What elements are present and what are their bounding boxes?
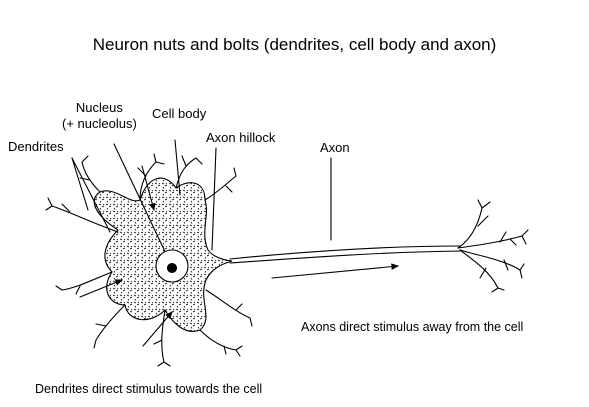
axon-hillock-label: Axon hillock <box>206 130 276 145</box>
arrow-into-cell-top <box>141 165 156 212</box>
axons-caption: Axons direct stimulus away from the cell <box>301 320 524 334</box>
dendrites-pointer-line-1 <box>71 157 111 233</box>
axon-shape-bottom <box>229 250 461 264</box>
nucleus-label: Nucleus (+ nucleolus) <box>62 100 137 132</box>
axon-shape-top <box>229 245 461 260</box>
dendrites-caption: Dendrites direct stimulus towards the ce… <box>35 382 263 396</box>
nucleus-label-line1: Nucleus <box>75 100 123 115</box>
cell-body-label: Cell body <box>152 106 207 121</box>
dendrites-pointer-line-2 <box>71 157 89 211</box>
arrow-into-cell-left <box>79 279 124 298</box>
arrow-into-cell-bottom <box>142 311 173 347</box>
axon-hillock-pointer-line <box>211 147 217 251</box>
arrow-along-axon <box>271 263 400 279</box>
axon-label: Axon <box>320 140 350 155</box>
nucleolus-shape <box>166 262 178 274</box>
slide-title: Neuron nuts and bolts (dendrites, cell b… <box>92 35 497 54</box>
dendrites-label: Dendrites <box>8 139 64 154</box>
dendrite-branches <box>45 153 253 367</box>
axon-terminal-branches <box>457 199 529 293</box>
nucleus-label-line2: (+ nucleolus) <box>62 116 137 131</box>
